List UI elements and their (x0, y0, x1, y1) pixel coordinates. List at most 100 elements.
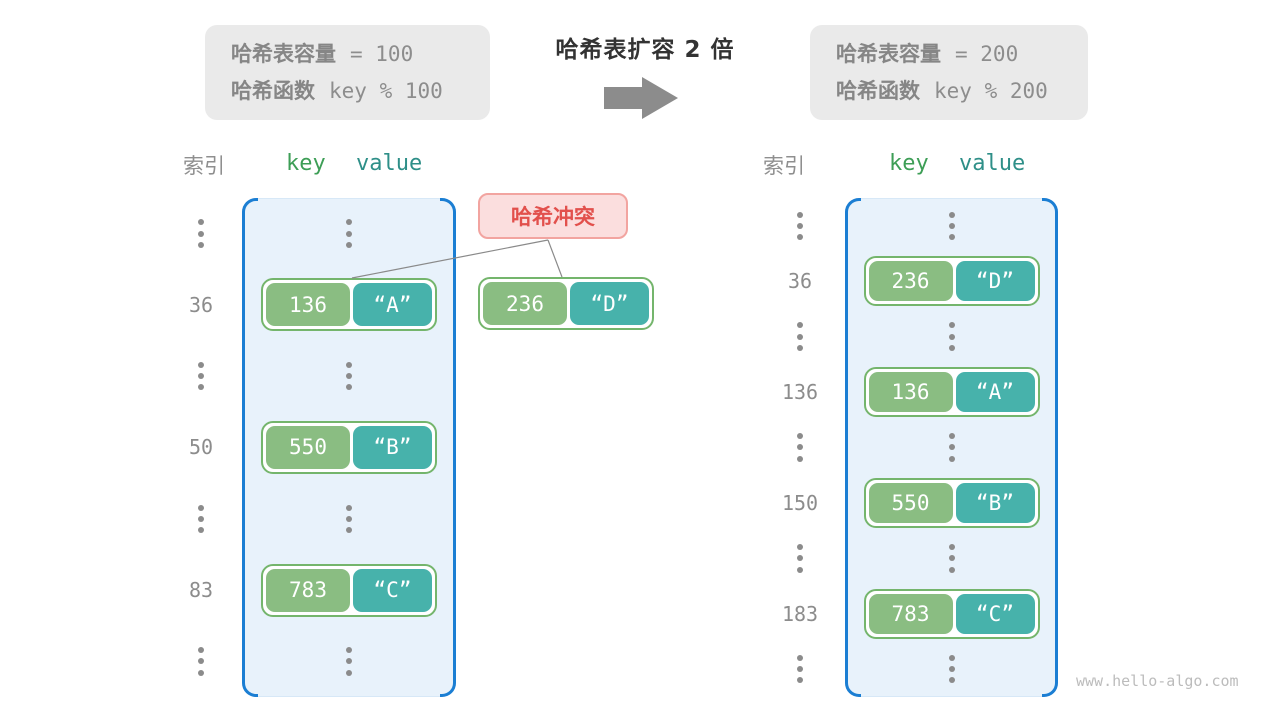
value-box: “D” (570, 282, 649, 325)
bucket-cell: 550 “B” (242, 420, 456, 474)
bracket-left (845, 198, 861, 697)
index-ellipsis (755, 652, 845, 686)
value-box: “A” (353, 283, 432, 327)
key-value-pair: 136 “A” (863, 367, 1040, 418)
bracket-right (440, 198, 456, 697)
table-row (160, 341, 456, 412)
index-ellipsis (755, 542, 845, 576)
bucket-cell: 236 “D” (845, 256, 1058, 307)
colliding-pair: 236 “D” (478, 277, 654, 330)
left-index-header: 索引 (183, 154, 225, 178)
capacity-value: = 200 (955, 41, 1019, 66)
hash-function-label: 哈希函数 (836, 78, 920, 103)
bucket-cell: 783 “C” (242, 563, 456, 617)
hash-function-value: key % 100 (329, 78, 443, 103)
hash-collision-callout: 哈希冲突 (478, 193, 628, 239)
left-value-header: value (356, 151, 423, 176)
value-box: “C” (955, 593, 1035, 634)
bucket-ellipsis (845, 431, 1058, 465)
bucket-cell: 136 “A” (845, 367, 1058, 418)
bucket-ellipsis (845, 320, 1058, 354)
index-ellipsis (755, 209, 845, 243)
table-row (160, 626, 456, 697)
index-label: 36 (787, 269, 813, 294)
hash-function-line: 哈希函数 key % 100 (231, 73, 464, 110)
index-label: 83 (188, 578, 214, 603)
index-label: 36 (188, 292, 214, 317)
capacity-label: 哈希表容量 (836, 41, 941, 66)
table-row (755, 531, 1058, 586)
table-row (755, 420, 1058, 475)
value-box: “B” (353, 425, 432, 469)
key-box: 136 (266, 283, 350, 327)
capacity-label: 哈希表容量 (231, 41, 336, 66)
capacity-value: = 100 (350, 41, 414, 66)
value-box: “D” (955, 261, 1035, 302)
index-ellipsis (160, 359, 242, 393)
table-row: 83 783 “C” (160, 554, 456, 625)
hash-function-line: 哈希函数 key % 200 (836, 73, 1062, 110)
key-value-pair: 136 “A” (261, 278, 437, 332)
table-row: 183 783 “C” (755, 586, 1058, 641)
table-row (755, 642, 1058, 697)
table-row: 36 236 “D” (755, 253, 1058, 308)
key-box: 236 (868, 261, 953, 302)
key-box: 550 (266, 425, 350, 469)
value-box: “B” (955, 482, 1035, 523)
left-key-header: key (286, 151, 326, 176)
table-row (755, 198, 1058, 253)
hash-function-value: key % 200 (934, 78, 1048, 103)
value-box: “C” (353, 568, 432, 612)
index-ellipsis (160, 645, 242, 679)
key-value-pair: 550 “B” (863, 477, 1040, 528)
right-arrow-icon (604, 77, 678, 119)
bracket-left (242, 198, 258, 697)
index-label: 136 (781, 380, 819, 405)
diagram-title: 哈希表扩容 2 倍 (555, 37, 735, 63)
key-value-pair: 783 “C” (261, 563, 437, 617)
key-value-pair: 783 “C” (863, 588, 1040, 639)
index-label: 183 (781, 601, 819, 626)
index-label: 150 (781, 490, 819, 515)
table-row: 50 550 “B” (160, 412, 456, 483)
index-ellipsis (755, 320, 845, 354)
after-capacity-box: 哈希表容量 = 200 哈希函数 key % 200 (810, 25, 1088, 120)
table-row: 136 136 “A” (755, 364, 1058, 419)
index-ellipsis (755, 431, 845, 465)
capacity-line: 哈希表容量 = 200 (836, 36, 1062, 73)
key-box: 136 (868, 372, 953, 413)
index-ellipsis (160, 502, 242, 536)
bucket-ellipsis (845, 652, 1058, 686)
table-row: 150 550 “B” (755, 475, 1058, 530)
right-key-header: key (889, 151, 929, 176)
hash-function-label: 哈希函数 (231, 78, 315, 103)
watermark: www.hello-algo.com (1076, 672, 1239, 690)
table-row: 36 136 “A” (160, 269, 456, 340)
bucket-cell: 783 “C” (845, 588, 1058, 639)
table-row (755, 309, 1058, 364)
table-row (160, 198, 456, 269)
key-value-pair: 550 “B” (261, 420, 437, 474)
bucket-ellipsis (242, 217, 456, 251)
capacity-line: 哈希表容量 = 100 (231, 36, 464, 73)
bucket-ellipsis (242, 645, 456, 679)
table-row (160, 483, 456, 554)
index-ellipsis (160, 217, 242, 251)
bucket-ellipsis (242, 502, 456, 536)
bucket-ellipsis (845, 209, 1058, 243)
key-value-pair: 236 “D” (863, 256, 1040, 307)
key-box: 783 (266, 568, 350, 612)
key-value-pair: 236 “D” (478, 277, 654, 330)
bucket-ellipsis (845, 542, 1058, 576)
value-box: “A” (955, 372, 1035, 413)
hash-table-after: 36 236 “D” 136 136 “A” (755, 198, 1058, 697)
hash-table-before: 36 136 “A” 50 550 “B” (160, 198, 456, 697)
key-box: 550 (868, 482, 953, 523)
bucket-cell: 550 “B” (845, 477, 1058, 528)
key-box: 783 (868, 593, 953, 634)
index-label: 50 (188, 435, 214, 460)
right-index-header: 索引 (763, 154, 805, 178)
key-box: 236 (483, 282, 567, 325)
